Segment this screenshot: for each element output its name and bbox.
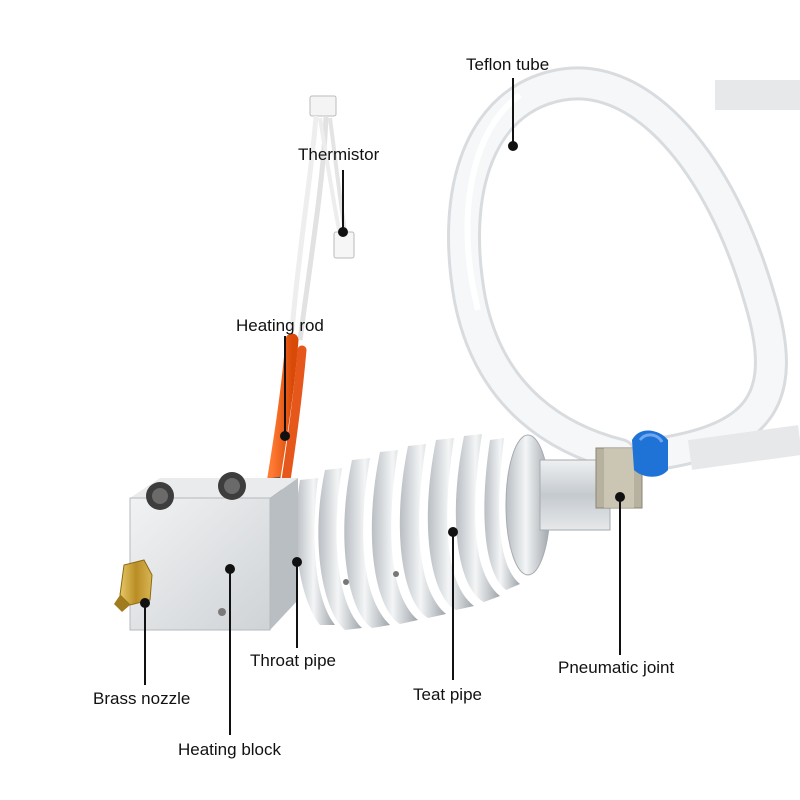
label-brass-nozzle: Brass nozzle	[93, 689, 191, 708]
label-throat-pipe: Throat pipe	[250, 651, 336, 670]
label-heating-block: Heating block	[178, 740, 282, 759]
leader-lines	[140, 78, 625, 735]
thermistor-wires	[289, 95, 355, 341]
brass-nozzle	[114, 559, 153, 612]
heating-block	[129, 472, 298, 631]
label-teat-pipe: Teat pipe	[413, 685, 482, 704]
label-teflon-tube: Teflon tube	[466, 55, 550, 74]
label-heating-rod: Heating rod	[236, 316, 324, 335]
heat-sink-fins	[296, 434, 520, 630]
label-thermistor: Thermistor	[298, 145, 380, 164]
teflon-tube	[447, 66, 800, 472]
label-pneumatic-joint: Pneumatic joint	[558, 658, 675, 677]
